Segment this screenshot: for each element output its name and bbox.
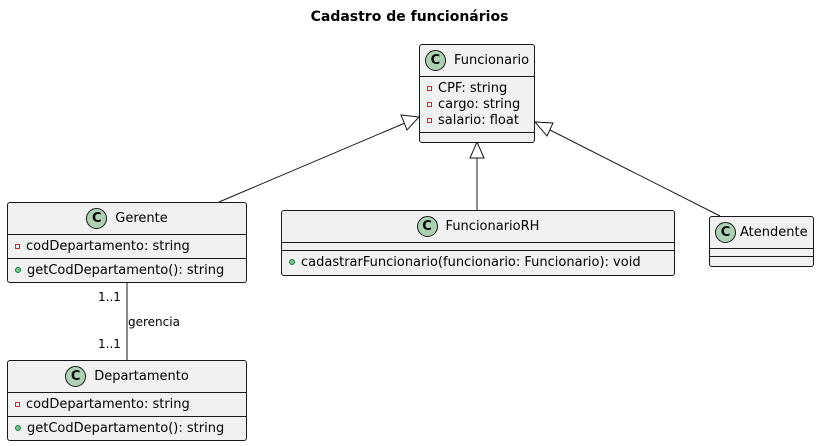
class-name: FuncionarioRH [445,219,540,234]
attributes-section: codDepartamento: string [8,234,246,258]
inheritance-line-gerente [218,122,406,203]
source-multiplicity-label: 1..1 [98,290,121,304]
method-row: getCodDepartamento(): string [8,262,246,278]
attributes-section: codDepartamento: string [8,392,246,416]
class-name: Atendente [740,225,808,240]
class-c-icon: C [424,50,446,71]
private-visibility-icon [15,243,20,249]
method-text: getCodDepartamento(): string [27,262,225,278]
target-multiplicity-label: 1..1 [98,337,121,351]
class-header: C Departamento [8,361,246,392]
attribute-row: cargo: string [420,96,534,112]
association-name-label: gerencia [128,315,180,329]
public-visibility-icon [289,259,295,265]
class-name: Gerente [115,211,168,226]
attributes-section [710,248,813,256]
methods-section: getCodDepartamento(): string [8,258,246,282]
class-name: Departamento [94,369,189,384]
class-funcionariorh[interactable]: C FuncionarioRH cadastrarFuncionario(fun… [281,210,675,276]
attributes-section: CPF: string cargo: string salario: float [420,76,534,132]
attribute-row: salario: float [420,112,534,128]
private-visibility-icon [427,117,432,123]
class-header: C Funcionario [420,45,534,76]
attribute-text: codDepartamento: string [26,396,190,412]
methods-section: getCodDepartamento(): string [8,416,246,440]
methods-section [420,132,534,140]
methods-section [710,256,813,264]
inheritance-arrowhead-atendente [533,121,554,137]
attribute-text: CPF: string [438,80,508,96]
class-name: Funcionario [453,53,530,68]
class-funcionario[interactable]: C Funcionario CPF: string cargo: string … [419,44,535,143]
diagram-title: Cadastro de funcionários [310,9,509,25]
inheritance-arrowhead-funcionariorh [469,140,485,159]
attribute-text: codDepartamento: string [26,238,190,254]
class-header: C Gerente [8,203,246,234]
attribute-text: salario: float [438,112,519,128]
attribute-row: CPF: string [420,80,534,96]
inheritance-line-atendente [549,129,721,217]
class-departamento[interactable]: C Departamento codDepartamento: string g… [7,360,247,441]
class-c-icon: C [715,222,736,243]
methods-section: cadastrarFuncionario(funcionario: Funcio… [282,250,674,274]
method-row: cadastrarFuncionario(funcionario: Funcio… [282,254,674,270]
class-c-icon: C [86,208,108,229]
inheritance-arrowhead-gerente [400,114,421,131]
method-text: cadastrarFuncionario(funcionario: Funcio… [301,254,641,270]
attribute-row: codDepartamento: string [8,396,246,412]
attribute-text: cargo: string [438,96,521,112]
class-header: C FuncionarioRH [282,211,674,242]
attributes-section [282,242,674,250]
private-visibility-icon [427,85,432,91]
attribute-row: codDepartamento: string [8,238,246,254]
private-visibility-icon [15,401,20,407]
private-visibility-icon [427,101,432,107]
method-text: getCodDepartamento(): string [27,420,225,436]
class-atendente[interactable]: C Atendente [709,216,814,267]
public-visibility-icon [15,267,21,273]
public-visibility-icon [15,425,21,431]
class-gerente[interactable]: C Gerente codDepartamento: string getCod… [7,202,247,283]
class-c-icon: C [65,366,87,387]
class-c-icon: C [416,216,438,237]
class-header: C Atendente [710,217,813,248]
method-row: getCodDepartamento(): string [8,420,246,436]
